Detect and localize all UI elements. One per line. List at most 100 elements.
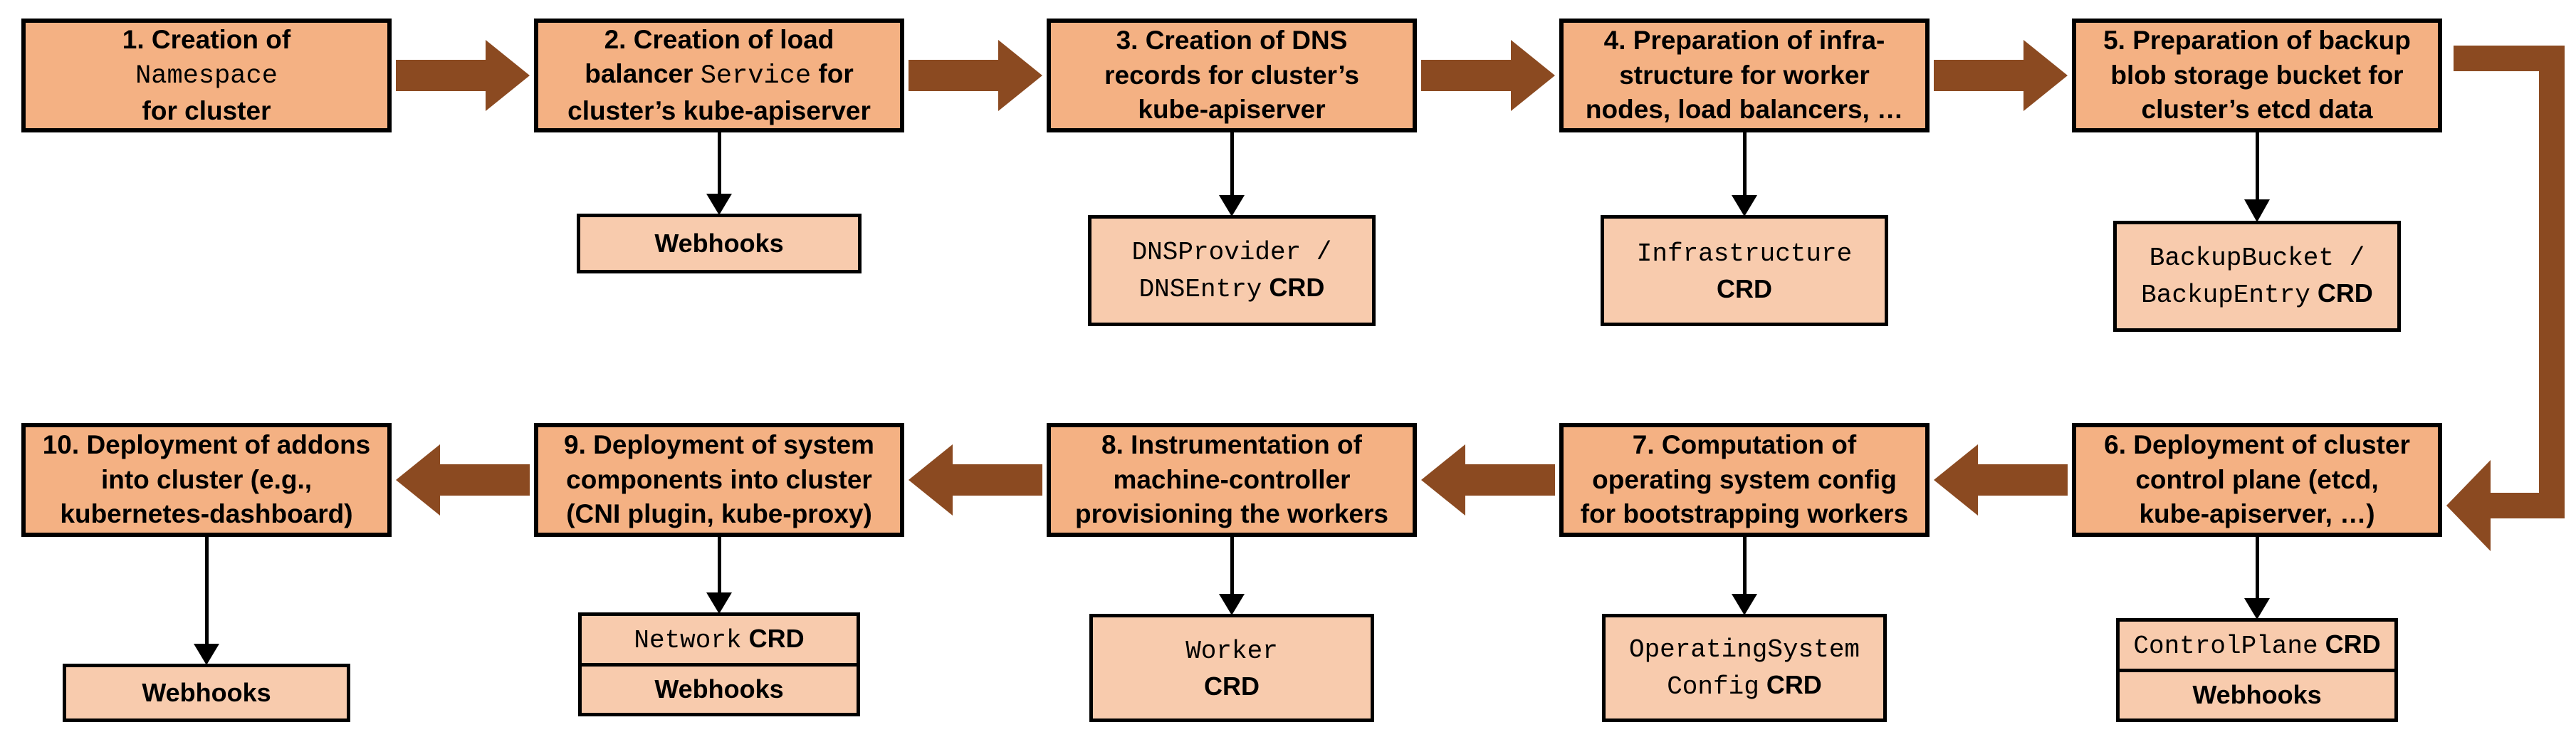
text-line: BackupBucket /: [2150, 239, 2365, 276]
text-segment: kube-apiserver: [1138, 95, 1326, 125]
text-segment: CRD: [1262, 273, 1325, 302]
text-segment: cluster’s kube-apiserver: [567, 95, 871, 125]
text-segment: for cluster: [142, 95, 271, 125]
text-line: records for cluster’s: [1104, 58, 1359, 93]
connector-step5-backup-crd: [2244, 132, 2270, 222]
text-segment: balancer: [585, 59, 701, 89]
text-line: Worker: [1185, 632, 1278, 669]
network-crd-cell: Network CRD: [582, 616, 857, 667]
text-line: for cluster: [142, 94, 271, 128]
text-segment: Config: [1667, 672, 1759, 701]
connector-step3-dns-crd: [1219, 132, 1245, 216]
text-segment: records for cluster’s: [1104, 60, 1359, 90]
text-line: Infrastructure: [1637, 235, 1852, 272]
text-segment: structure for worker: [1619, 60, 1870, 90]
text-segment: CRD: [2310, 278, 2373, 308]
text-line: control plane (etcd,: [2135, 463, 2378, 497]
webhooks-cell-step6: Webhooks: [2120, 672, 2394, 719]
text-segment: Webhooks: [142, 677, 271, 707]
step-5-box: 5. Preparation of backup blob storage buc…: [2072, 19, 2442, 132]
text-line: nodes, load balancers, …: [1586, 93, 1903, 127]
text-line: Webhooks: [2192, 680, 2321, 710]
text-line: Network CRD: [634, 624, 804, 655]
text-line: structure for worker: [1619, 58, 1870, 93]
text-line: machine-controller: [1113, 463, 1350, 497]
text-line: Config CRD: [1667, 668, 1822, 705]
text-line: components into cluster: [566, 463, 872, 497]
text-segment: for: [811, 59, 854, 89]
text-segment: machine-controller: [1113, 464, 1351, 494]
text-segment: 10. Deployment of addons: [42, 430, 371, 460]
flow-arrow-step8-step9: [909, 444, 1042, 516]
text-segment: blob storage bucket for: [2110, 60, 2404, 90]
text-line: cluster’s kube-apiserver: [567, 94, 871, 128]
text-line: (CNI plugin, kube-proxy): [566, 497, 872, 531]
text-segment: (CNI plugin, kube-proxy): [566, 499, 872, 529]
text-segment: 8. Instrumentation of: [1101, 430, 1362, 460]
text-line: CRD: [1204, 669, 1260, 704]
connector-step2-webhooks: [706, 132, 732, 215]
text-segment: components into cluster: [566, 464, 872, 494]
text-line: provisioning the workers: [1075, 497, 1388, 531]
text-segment: DNSEntry: [1138, 275, 1262, 304]
text-line: into cluster (e.g.,: [101, 463, 312, 497]
text-line: 5. Preparation of backup: [2103, 23, 2411, 58]
flow-arrow-step1-step2: [396, 40, 530, 111]
text-segment: CRD: [1759, 670, 1822, 699]
text-segment: 6. Deployment of cluster: [2104, 430, 2410, 460]
text-segment: kubernetes-dashboard): [60, 499, 353, 529]
text-segment: Webhooks: [654, 674, 784, 704]
controlplane-crd-cell: ControlPlane CRD: [2120, 622, 2394, 672]
text-segment: Webhooks: [654, 228, 784, 258]
text-line: balancer Service for: [585, 57, 854, 93]
flow-arrow-step5-step6-elbow: [2446, 46, 2565, 551]
text-line: operating system config: [1592, 463, 1897, 497]
text-segment: 7. Computation of: [1632, 430, 1857, 460]
text-segment: CRD: [1204, 671, 1260, 701]
text-segment: 3. Creation of DNS: [1116, 26, 1348, 56]
dnsprovider-dnsentry-crd-box: DNSProvider /DNSEntry CRD: [1088, 215, 1376, 326]
text-line: 4. Preparation of infra-: [1604, 23, 1885, 58]
text-segment: 5. Preparation of backup: [2103, 26, 2411, 56]
text-segment: DNSProvider /: [1131, 238, 1332, 268]
text-line: 2. Creation of load: [604, 23, 834, 57]
step-4-box: 4. Preparation of infra-structure for wo…: [1559, 19, 1930, 132]
step-10-box: 10. Deployment of addons into cluster (e.…: [21, 423, 392, 537]
text-line: DNSEntry CRD: [1139, 271, 1325, 308]
text-segment: 1. Creation of: [122, 24, 291, 54]
text-segment: operating system config: [1592, 464, 1897, 494]
flow-arrow-step6-step7: [1934, 444, 2068, 516]
webhooks-box-step2: Webhooks: [577, 214, 862, 273]
text-segment: Service: [700, 61, 812, 92]
connector-step4-infra-crd: [1732, 132, 1757, 216]
text-line: 1. Creation of: [122, 23, 290, 57]
text-line: cluster’s etcd data: [2142, 93, 2373, 127]
text-segment: Namespace: [135, 61, 278, 92]
text-segment: CRD: [2318, 629, 2381, 659]
text-line: CRD: [1717, 272, 1772, 307]
step-7-box: 7. Computation of operating system config…: [1559, 423, 1930, 537]
text-line: DNSProvider /: [1132, 234, 1332, 271]
text-segment: BackupBucket /: [2149, 244, 2365, 273]
text-line: Webhooks: [142, 676, 271, 711]
text-line: kubernetes-dashboard): [60, 497, 352, 531]
connector-step10-webhooks: [194, 537, 219, 665]
connector-step6-controlplane-crd: [2244, 537, 2270, 620]
text-line: OperatingSystem: [1629, 631, 1860, 668]
text-segment: Infrastructure: [1636, 239, 1853, 268]
text-segment: 4. Preparation of infra-: [1603, 26, 1885, 56]
text-segment: nodes, load balancers, …: [1585, 95, 1904, 125]
text-line: kube-apiserver: [1138, 93, 1325, 127]
text-segment: into cluster (e.g.,: [100, 464, 313, 494]
flow-arrow-step4-step5: [1934, 40, 2068, 111]
text-line: kube-apiserver, …): [2139, 497, 2375, 531]
text-line: BackupEntry CRD: [2141, 276, 2373, 313]
connector-step8-worker-crd: [1219, 537, 1245, 615]
